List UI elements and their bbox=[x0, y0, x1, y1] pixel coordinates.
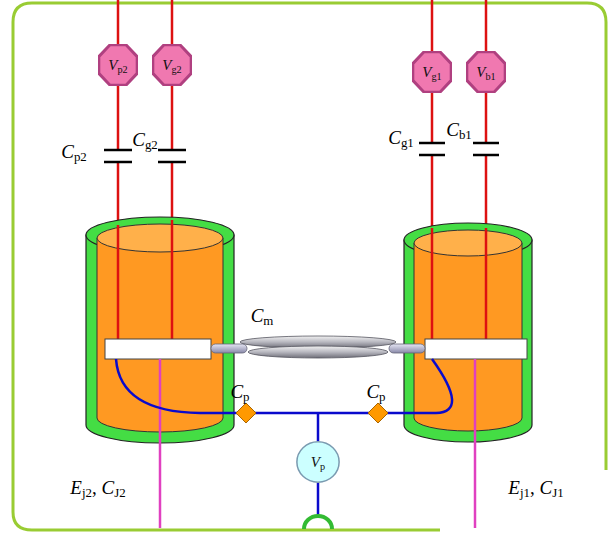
capacitor-diamond bbox=[236, 403, 388, 423]
source-label: Vp bbox=[311, 455, 325, 470]
enclosure-border bbox=[13, 3, 606, 530]
capacitor-label: Cg1 bbox=[388, 128, 414, 149]
qubit-cylinder bbox=[404, 223, 532, 442]
junction-parameters: Ej1, CJ1 bbox=[508, 478, 563, 499]
junction-leads bbox=[160, 359, 475, 528]
voltage-source: Vg1 bbox=[412, 51, 452, 93]
bias-lines bbox=[118, 0, 486, 340]
ground-symbol bbox=[304, 516, 332, 529]
capacitor-label: Cp bbox=[366, 382, 385, 403]
coupling-capacitor bbox=[211, 336, 425, 358]
gate-wiring bbox=[116, 359, 452, 517]
voltage-source: Vb1 bbox=[466, 51, 506, 93]
capacitor-label: Cp bbox=[230, 382, 249, 403]
capacitor-label: Cp2 bbox=[61, 142, 87, 163]
junction-parameters: Ej2, CJ2 bbox=[70, 478, 125, 499]
bias-lines bbox=[118, 220, 486, 340]
source-label: Vp2 bbox=[108, 58, 127, 73]
capacitor-symbols bbox=[104, 143, 499, 162]
voltage-source: Vp2 bbox=[98, 44, 138, 86]
capacitor-label: Cg2 bbox=[132, 130, 158, 151]
source-label: Vg2 bbox=[162, 58, 181, 73]
capacitor-label: Cb1 bbox=[446, 120, 472, 141]
source-label: Vg1 bbox=[422, 65, 441, 80]
junction-box bbox=[105, 339, 211, 359]
pulse-source: Vp bbox=[296, 441, 340, 483]
voltage-source: Vg2 bbox=[152, 44, 192, 86]
source-label: Vb1 bbox=[476, 65, 495, 80]
junction-box bbox=[425, 339, 527, 359]
capacitor-label: Cm bbox=[251, 306, 274, 327]
